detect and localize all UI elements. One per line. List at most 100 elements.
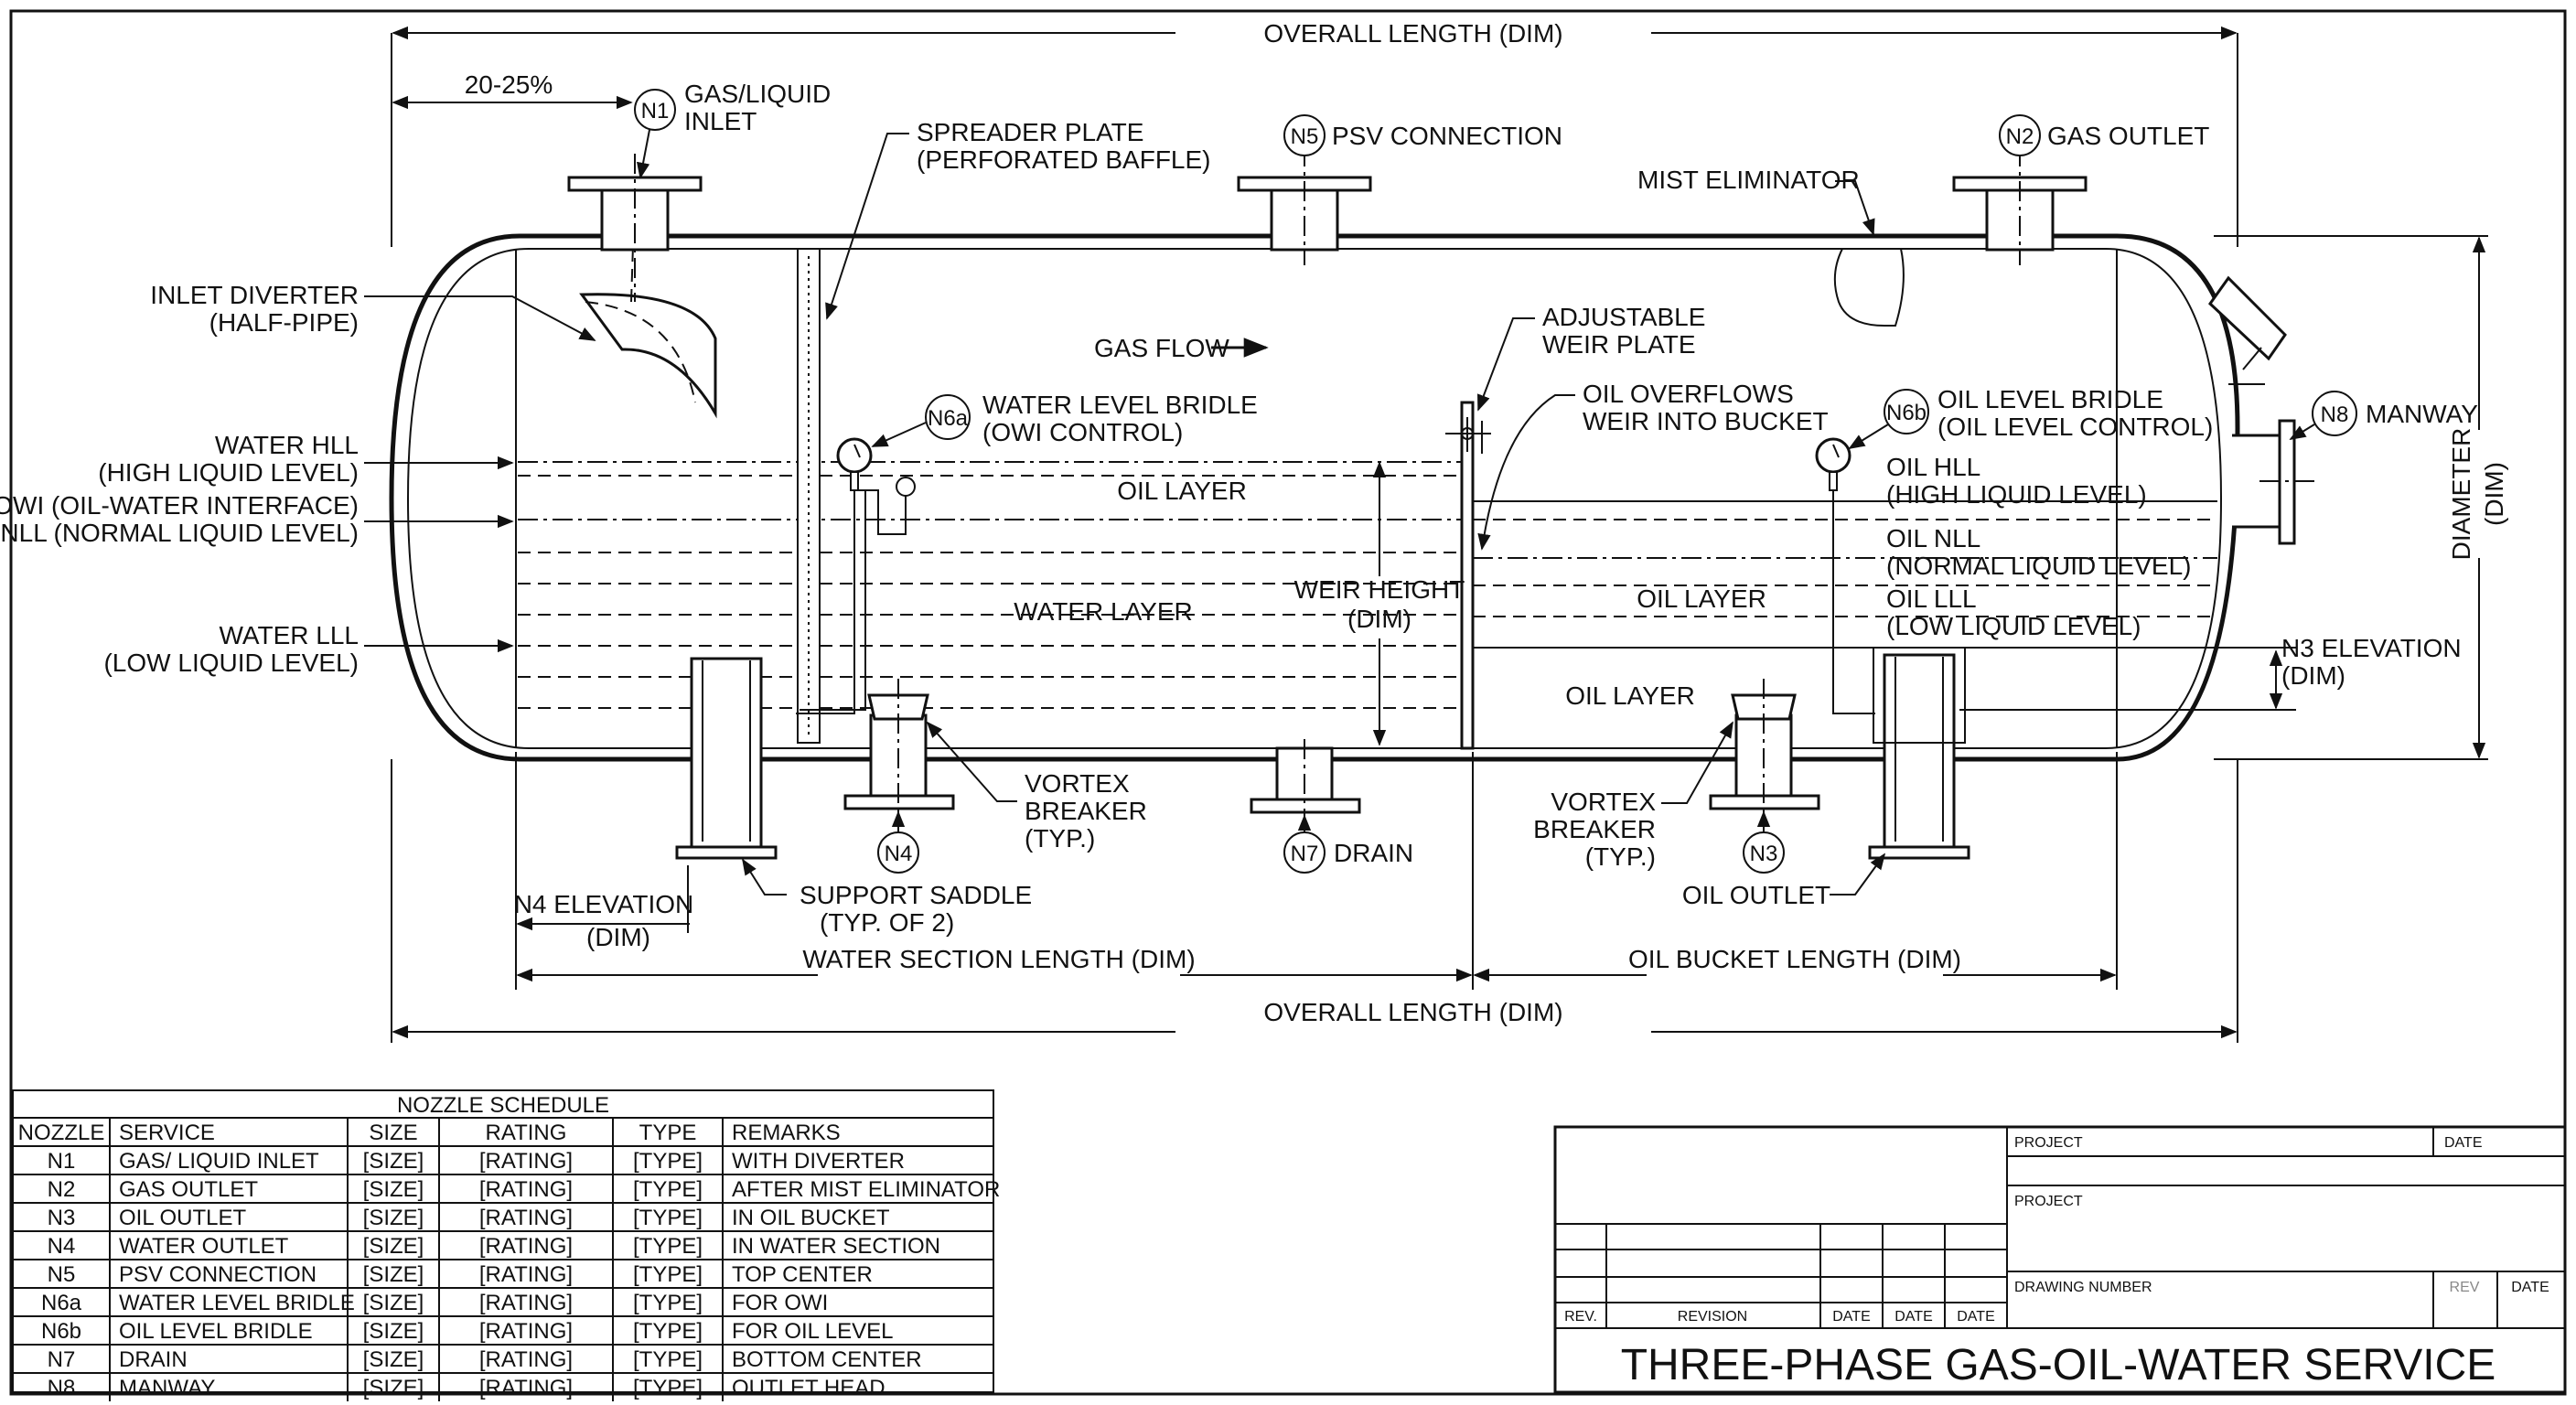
callout-support-saddle: SUPPORT SADDLE (TYP. OF 2)	[742, 858, 1032, 937]
overall-length-bottom-dimension: OVERALL LENGTH (DIM)	[391, 759, 2238, 1043]
n4-elevation-dimension: N4 ELEVATION (DIM)	[514, 752, 694, 990]
pct-label: 20-25%	[465, 70, 553, 99]
n3-desc: OIL OUTLET	[1682, 881, 1830, 909]
n8-desc: MANWAY	[2366, 400, 2478, 428]
table-cell: [SIZE]	[363, 1234, 424, 1259]
callout-water-hll: WATER HLL (HIGH LIQUID LEVEL)	[98, 431, 514, 487]
callout-n6b: N6b OIL LEVEL BRIDLE (OIL LEVEL CONTROL)	[1848, 385, 2213, 449]
owi-label-1: OWI (OIL-WATER INTERFACE)	[0, 491, 359, 520]
callout-vortex-right: VORTEX BREAKER (TYP.)	[1533, 721, 1733, 871]
pct-dimension: 20-25%	[392, 70, 633, 110]
table-cell: N6a	[41, 1291, 82, 1315]
table-header-cell: SIZE	[369, 1121, 417, 1145]
table-cell: [TYPE]	[633, 1347, 703, 1372]
n1-desc-1: GAS/LIQUID	[684, 80, 831, 108]
n3-elevation-label-2: (DIM)	[2281, 661, 2345, 690]
vortex-left-2: BREAKER	[1025, 797, 1147, 825]
callout-adjustable-weir: ADJUSTABLE WEIR PLATE	[1477, 303, 1705, 412]
table-cell: [RATING]	[479, 1234, 573, 1259]
table-cell: [TYPE]	[633, 1206, 703, 1230]
gas-flow-label: GAS FLOW	[1094, 334, 1229, 362]
overall-length-bottom-label: OVERALL LENGTH (DIM)	[1263, 998, 1562, 1026]
tb-rev-col: REV.	[1564, 1309, 1597, 1325]
table-cell: [RATING]	[479, 1262, 573, 1287]
n6b-bubble-label: N6b	[1886, 401, 1927, 425]
table-cell: [RATING]	[479, 1376, 573, 1400]
support-label-1: SUPPORT SADDLE	[800, 881, 1032, 909]
title-block: PROJECT DATE PROJECT DRAWING NUMBER REV …	[1553, 1125, 2567, 1394]
mist-eliminator-pad	[1833, 248, 1905, 327]
nozzle-n5	[1237, 146, 1372, 265]
table-cell: GAS OUTLET	[119, 1177, 258, 1202]
table-cell: [RATING]	[479, 1319, 573, 1344]
table-cell: FOR OIL LEVEL	[732, 1319, 894, 1344]
n5-desc: PSV CONNECTION	[1332, 122, 1562, 150]
table-cell: N1	[48, 1149, 76, 1174]
nozzle-n7	[1250, 739, 1361, 832]
weir-height-dimension: WEIR HEIGHT (DIM)	[1294, 461, 1465, 746]
table-cell: [RATING]	[479, 1347, 573, 1372]
table-cell: OIL OUTLET	[119, 1206, 246, 1230]
n7-bubble-label: N7	[1291, 842, 1319, 866]
sheet-border	[9, 9, 2567, 1396]
tb-project-2: PROJECT	[2014, 1194, 2083, 1209]
n4-elevation-label-1: N4 ELEVATION	[514, 890, 694, 918]
tb-date-col-1: DATE	[1832, 1309, 1870, 1325]
callout-owi: OWI (OIL-WATER INTERFACE) NLL (NORMAL LI…	[0, 491, 514, 547]
support-label-2: (TYP. OF 2)	[820, 908, 954, 937]
table-cell: [TYPE]	[633, 1149, 703, 1174]
callout-n3: N3 OIL OUTLET	[1682, 810, 1886, 909]
table-cell: WATER LEVEL BRIDLE	[119, 1291, 355, 1315]
overflow-label-2: WEIR INTO BUCKET	[1583, 407, 1829, 435]
callout-n5: N5 PSV CONNECTION	[1283, 114, 1562, 156]
callout-mist-eliminator: MIST ELIMINATOR	[1637, 166, 1875, 236]
n3-elevation-dimension: N3 ELEVATION (DIM)	[1948, 634, 2462, 711]
weir-height-label-1: WEIR HEIGHT	[1294, 575, 1465, 604]
nozzle-n4	[843, 679, 955, 823]
table-cell: [TYPE]	[633, 1319, 703, 1344]
n6a-bubble-label: N6a	[928, 406, 969, 431]
n6a-desc-2: (OWI CONTROL)	[982, 418, 1183, 446]
callout-inlet-diverter: INLET DIVERTER (HALF-PIPE)	[150, 281, 596, 341]
vortex-left-3: (TYP.)	[1025, 824, 1095, 853]
spreader-label-2: (PERFORATED BAFFLE)	[917, 145, 1211, 174]
table-cell: [TYPE]	[633, 1177, 703, 1202]
n2-desc: GAS OUTLET	[2047, 122, 2209, 150]
tb-drawing-number: DRAWING NUMBER	[2014, 1280, 2152, 1295]
table-cell: [RATING]	[479, 1206, 573, 1230]
table-cell: WITH DIVERTER	[732, 1149, 905, 1174]
water-lll-label-2: (LOW LIQUID LEVEL)	[103, 649, 359, 677]
table-cell: WATER OUTLET	[119, 1234, 289, 1259]
table-header-cell: SERVICE	[119, 1121, 215, 1145]
n4-bubble-label: N4	[885, 842, 913, 866]
support-saddle-right	[1868, 647, 1970, 860]
callout-vortex-left: VORTEX BREAKER (TYP.)	[926, 721, 1147, 853]
nozzle-schedule-title: NOZZLE SCHEDULE	[397, 1093, 609, 1118]
adj-weir-label-1: ADJUSTABLE	[1542, 303, 1705, 331]
table-cell: BOTTOM CENTER	[732, 1347, 922, 1372]
table-cell: N8	[48, 1376, 76, 1400]
callout-n7: N7 DRAIN	[1283, 814, 1413, 874]
oil-bucket-length-dimension: OIL BUCKET LENGTH (DIM)	[1473, 752, 2118, 990]
oil-hll-label-2: (HIGH LIQUID LEVEL)	[1886, 480, 2147, 509]
table-cell: [RATING]	[479, 1149, 573, 1174]
owi-label-2: NLL (NORMAL LIQUID LEVEL)	[0, 519, 359, 547]
callout-oil-overflow: OIL OVERFLOWS WEIR INTO BUCKET	[1477, 380, 1829, 551]
oil-layer-label-1: OIL LAYER	[1117, 477, 1247, 505]
callout-n8: N8 MANWAY	[2289, 391, 2478, 440]
table-cell: [TYPE]	[633, 1376, 703, 1400]
tb-date-1: DATE	[2444, 1135, 2482, 1151]
callout-spreader-plate: SPREADER PLATE (PERFORATED BAFFLE)	[825, 118, 1211, 320]
table-cell: [SIZE]	[363, 1319, 424, 1344]
spreader-label-1: SPREADER PLATE	[917, 118, 1143, 146]
table-cell: IN OIL BUCKET	[732, 1206, 890, 1230]
nozzle-n2	[1952, 146, 2088, 265]
table-cell: [SIZE]	[363, 1347, 424, 1372]
table-header-cell: REMARKS	[732, 1121, 841, 1145]
water-level-bridle-n6a	[796, 437, 916, 714]
n6b-desc-1: OIL LEVEL BRIDLE	[1937, 385, 2163, 413]
water-layer-label: WATER LAYER	[1014, 597, 1193, 626]
table-cell: AFTER MIST ELIMINATOR	[732, 1177, 1000, 1202]
table-cell: TOP CENTER	[732, 1262, 873, 1287]
